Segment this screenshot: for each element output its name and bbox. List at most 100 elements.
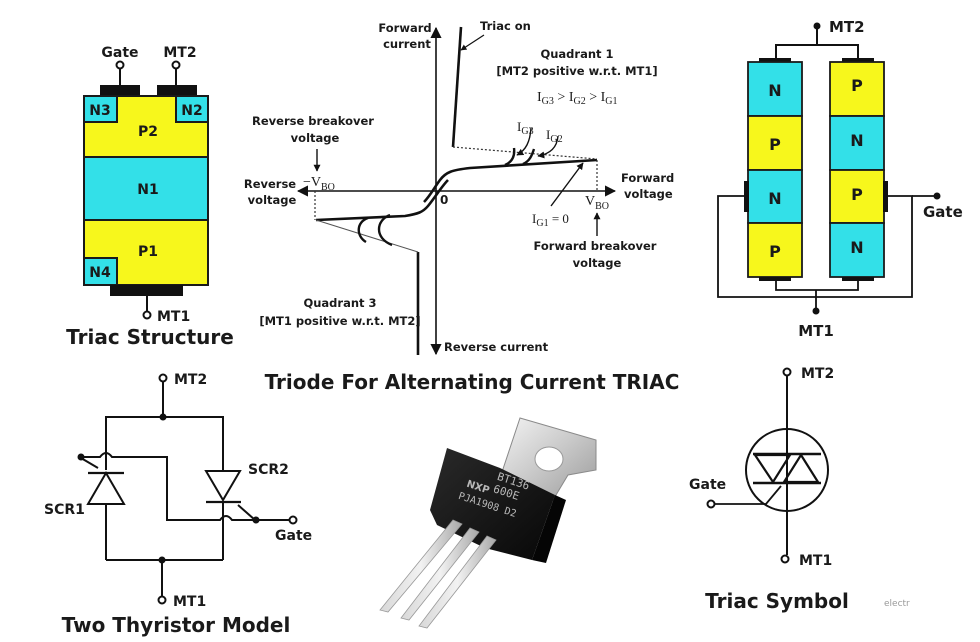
triac-triangle-up (782, 452, 820, 484)
n1-region (83, 156, 209, 221)
vi-characteristic-graph: Forward current Triac on Quadrant 1 [MT2… (244, 19, 674, 356)
right-n-layer (829, 115, 885, 171)
mt1-label: MT1 (798, 322, 834, 340)
n2-label: N2 (181, 103, 202, 119)
quadrant1-title: Quadrant 1 (540, 47, 613, 61)
mt2-contact (157, 85, 197, 96)
left-gate-contact (744, 181, 749, 212)
ig2-pointer (537, 135, 559, 159)
package-body (430, 448, 555, 560)
pnpn-two-column-model: MT2 N P N P P N P N Gate (717, 18, 963, 340)
left-layer-2-label: P (769, 135, 781, 154)
right-n-layer-2 (829, 222, 885, 278)
mounting-hole (534, 446, 564, 472)
mt2-label: MT2 (829, 18, 865, 36)
gate-terminal (115, 60, 125, 70)
ig3-pointer (516, 127, 532, 156)
mt1-node (812, 307, 820, 315)
neg-vbo-label: −VBO (303, 175, 335, 193)
triac-symbol-caption: Triac Symbol (705, 589, 849, 613)
gate-label: Gate (689, 477, 726, 493)
gate-terminal (288, 515, 298, 525)
mt2-label: MT2 (163, 45, 196, 61)
right-layer-1-label: P (851, 76, 863, 95)
quadrant3-title: Quadrant 3 (303, 296, 376, 310)
mt1-contact (110, 285, 183, 296)
triac-on-line (451, 26, 463, 148)
q3-blocking-curve (315, 179, 449, 222)
gate-label: Gate (275, 528, 312, 544)
triac-structure-diagram: Gate MT2 N3 N2 P2 N1 P1 N4 MT1 Triac Str… (66, 45, 234, 349)
forward-breakover-label: Forward breakover voltage (534, 239, 661, 270)
gate-current-order: IG3 > IG2 > IG1 (537, 90, 618, 107)
n3-label: N3 (89, 103, 110, 119)
triac-on-pointer (460, 34, 485, 51)
mt1-terminal (142, 310, 152, 320)
mt1-terminal (780, 554, 790, 564)
scr1-gate-node (77, 453, 85, 461)
reverse-voltage-label: Reverse voltage (244, 177, 300, 207)
two-thyristor-model-diagram: MT2 SCR1 Gate SCR2 MT1 Two Thyristor Mod… (44, 372, 312, 637)
quadrant1-description: [MT2 positive w.r.t. MT1] (496, 64, 657, 78)
scr2-triangle (204, 470, 242, 502)
mt1-label: MT1 (173, 594, 206, 610)
triac-on-label: Triac on (480, 19, 531, 33)
q3-gate-curve-1 (357, 216, 369, 244)
origin-label: 0 (440, 193, 448, 207)
scr1-triangle (86, 471, 126, 505)
gate-label: Gate (923, 203, 963, 221)
left-p-layer-2 (747, 222, 803, 278)
left-n-layer (747, 61, 803, 117)
gate-contact (100, 85, 140, 96)
n2-region (175, 95, 209, 123)
mt2-label: MT2 (801, 366, 834, 382)
triac-triangle-down (752, 453, 792, 485)
reverse-breakover-label: Reverse breakover voltage (252, 114, 378, 145)
package-side (532, 495, 566, 563)
left-layer-4-label: P (769, 242, 781, 261)
q1-blocking-curve (423, 158, 598, 203)
mt1-terminal (157, 595, 167, 605)
scr2-label: SCR2 (248, 462, 289, 478)
n4-region (83, 257, 118, 286)
right-column-bottom-contact (842, 277, 874, 281)
left-p-layer (747, 115, 803, 171)
mt1-label: MT1 (799, 553, 832, 569)
q3-dotted-return (315, 219, 419, 253)
left-layer-3-label: N (768, 189, 781, 208)
forward-current-label: Forward current (378, 21, 435, 51)
ig3-label: IG3 (517, 119, 534, 137)
triac-structure-caption: Triac Structure (66, 325, 234, 349)
triac-symbol-diagram: MT2 Gate MT1 Triac Symbol electr (689, 366, 910, 613)
scr1-label: SCR1 (44, 502, 85, 518)
lead-middle (400, 527, 480, 621)
ig2-label: IG2 (546, 127, 563, 145)
bt136-component-photo: BT136 600E NXP PJA1908 D2 (379, 417, 597, 629)
ig3-curve (504, 147, 516, 167)
right-layer-2-label: N (850, 131, 863, 150)
lead-left (379, 519, 463, 613)
p1-label: P1 (138, 244, 158, 260)
mt2-terminal (158, 373, 168, 383)
quadrant3-description: [MT1 positive w.r.t. MT2] (259, 314, 420, 328)
main-title: Triode For Alternating Current TRIAC (265, 370, 680, 394)
symbol-circle (745, 428, 829, 512)
n3-region (83, 95, 118, 123)
left-column-bottom-contact (759, 277, 791, 281)
watermark: electr (884, 599, 910, 609)
lead-right (418, 535, 497, 629)
ig1-pointer (550, 162, 584, 207)
vbo-label: VBO (585, 194, 609, 212)
ig2-curve (522, 148, 536, 166)
right-gate-contact (883, 181, 888, 212)
mt2-terminal (782, 367, 792, 377)
right-column-top-contact (842, 58, 874, 62)
right-layer-3-label: P (851, 185, 863, 204)
left-column-top-contact (759, 58, 791, 62)
reverse-current-label: Reverse current (444, 340, 549, 354)
ig1-label: IG1 = 0 (532, 211, 569, 229)
right-p-layer-2 (829, 169, 885, 224)
left-layer-1-label: N (768, 81, 781, 100)
n1-label: N1 (137, 182, 158, 198)
